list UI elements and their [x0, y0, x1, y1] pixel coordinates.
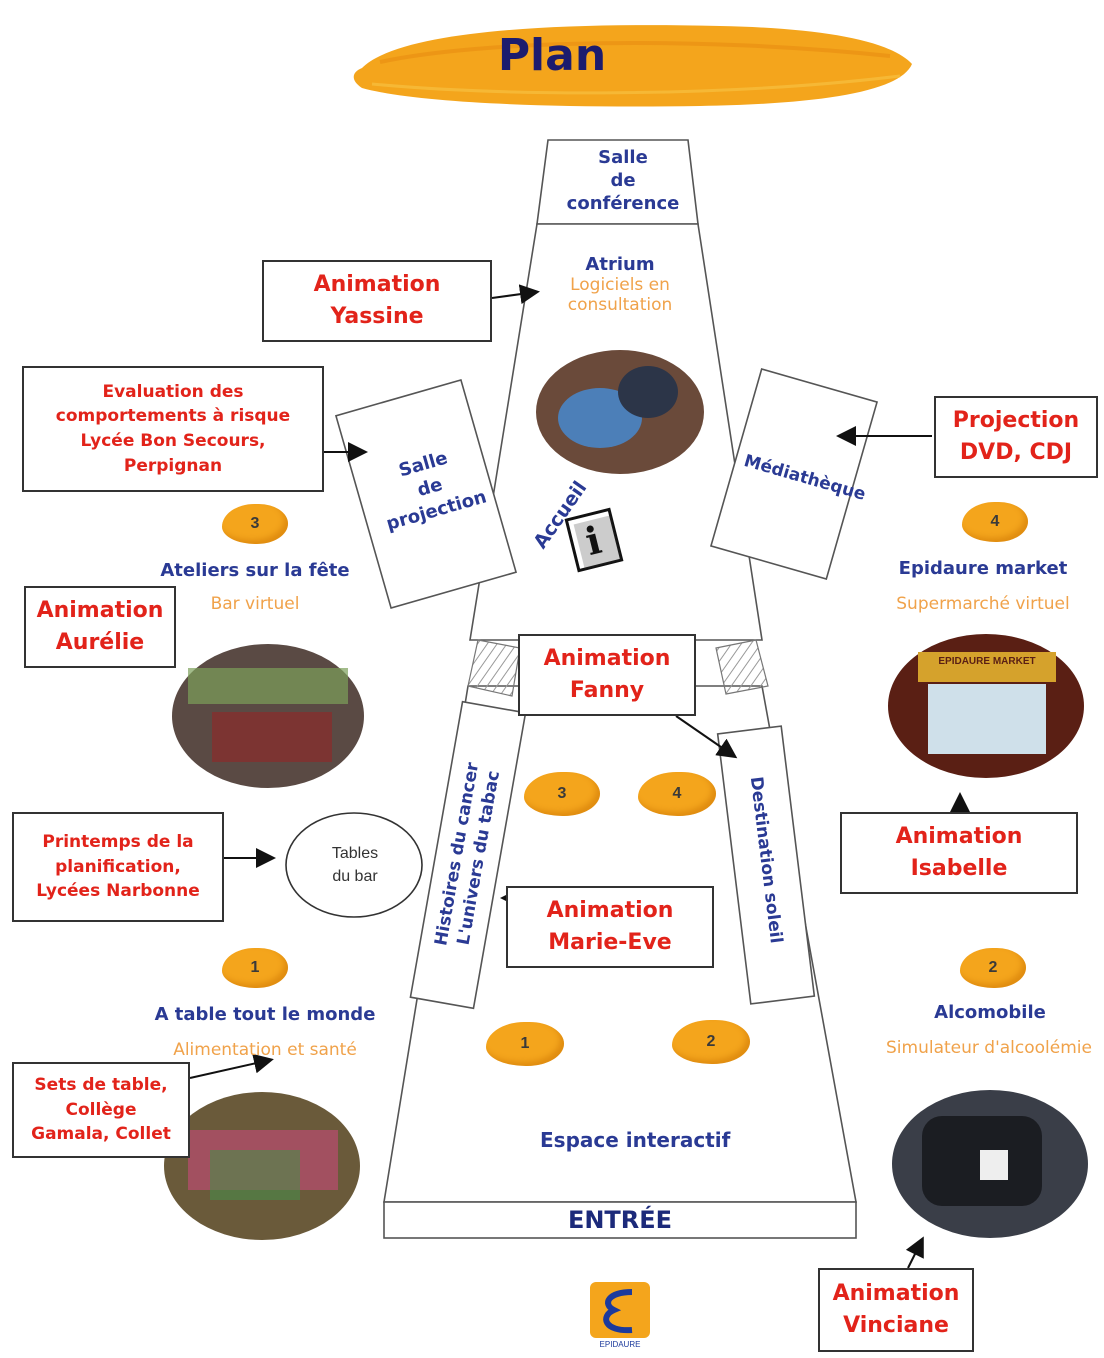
photo-table — [164, 1092, 360, 1240]
mediatheque-outline — [709, 368, 879, 580]
callout-evaluation: Evaluation des comportements à risque Ly… — [22, 366, 324, 492]
station-1-title: A table tout le monde — [154, 1004, 376, 1025]
floor-marker-1: 1 — [486, 1022, 564, 1066]
logo-caption: EPIDAURE — [599, 1340, 641, 1349]
photo-car — [892, 1090, 1088, 1238]
title-brush — [353, 25, 912, 107]
epidaure-logo — [590, 1282, 650, 1338]
tables-bar-label: Tables du bar — [331, 845, 379, 885]
entrance-outline — [383, 1201, 857, 1239]
right-door-hatch — [715, 639, 769, 695]
callout-sets-table: Sets de table, Collège Gamala, Collet — [12, 1062, 190, 1158]
market-sign: EPIDAURE MARKET — [938, 656, 1036, 667]
floor-marker-3: 3 — [524, 772, 600, 816]
station-marker-4: 4 — [962, 502, 1028, 542]
info-sign — [564, 507, 624, 573]
conference-room-label: Salle de conférence — [566, 147, 680, 214]
entrance-label: ENTRÉE — [567, 1206, 673, 1234]
station-2-subtitle: Simulateur d'alcoolémie — [886, 1038, 1092, 1058]
station-1-subtitle: Alimentation et santé — [173, 1040, 357, 1060]
station-2-title: Alcomobile — [934, 1002, 1046, 1023]
station-marker-1: 1 — [222, 948, 288, 988]
callout-printemps: Printemps de la planification, Lycées Na… — [12, 812, 224, 922]
photo-market — [888, 634, 1084, 778]
floor-marker-4: 4 — [638, 772, 716, 816]
left-door-hatch — [467, 639, 521, 697]
station-3-title: Ateliers sur la fête — [160, 560, 350, 581]
floor-marker-2: 2 — [672, 1020, 750, 1064]
projection-room-outline — [334, 378, 518, 610]
station-marker-3: 3 — [222, 504, 288, 544]
espace-interactif-label: Espace interactif — [540, 1128, 731, 1152]
photo-atrium — [536, 350, 704, 474]
station-4-subtitle: Supermarché virtuel — [896, 594, 1070, 614]
station-marker-2: 2 — [960, 948, 1026, 988]
station-4-title: Epidaure market — [898, 558, 1068, 579]
station-3-subtitle: Bar virtuel — [210, 594, 300, 614]
tobacco-room-outline — [409, 700, 527, 1010]
atrium-label: Atrium Logiciels en consultation — [567, 254, 673, 315]
photo-bar — [172, 644, 364, 788]
tables-bar-outline — [285, 812, 423, 918]
page-title: Plan — [497, 30, 607, 81]
soleil-room-outline — [716, 725, 816, 1005]
